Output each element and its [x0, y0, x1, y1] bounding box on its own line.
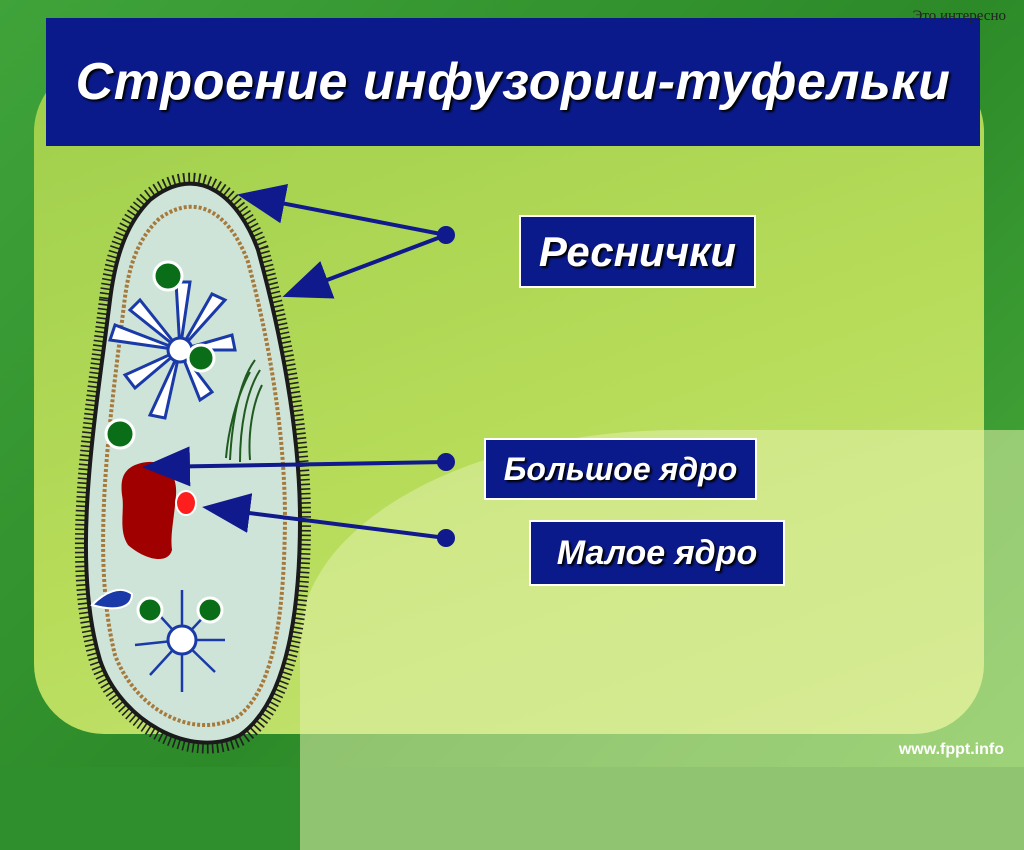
label-micronucleus: Малое ядро [529, 520, 785, 586]
food-vacuole [186, 343, 216, 373]
oral-groove [225, 359, 263, 463]
food-vacuole [136, 596, 164, 624]
arrow-cilia-bottom [282, 233, 447, 299]
label-macronucleus: Большое ядро [484, 438, 757, 500]
macronucleus [121, 461, 177, 560]
cytoproct [90, 589, 134, 610]
food-vacuole [104, 418, 136, 450]
pointer-arrows [142, 183, 455, 547]
paramecium-diagram [74, 172, 455, 754]
food-vacuole [152, 260, 184, 292]
food-vacuole [196, 596, 224, 624]
title-bar: Строение инфузории-туфельки [46, 18, 980, 146]
arrow-micronucleus [202, 493, 447, 540]
corner-note: Это интересно [912, 8, 1007, 24]
arrow-cilia-top [237, 183, 447, 237]
label-cilia: Реснички [519, 215, 756, 288]
micronucleus [175, 490, 197, 516]
footer-url: www.fppt.info [898, 741, 1004, 758]
arrow-macronucleus [142, 446, 447, 487]
food-vacuoles [104, 260, 224, 624]
slide-title: Строение инфузории-туфельки [75, 53, 951, 111]
